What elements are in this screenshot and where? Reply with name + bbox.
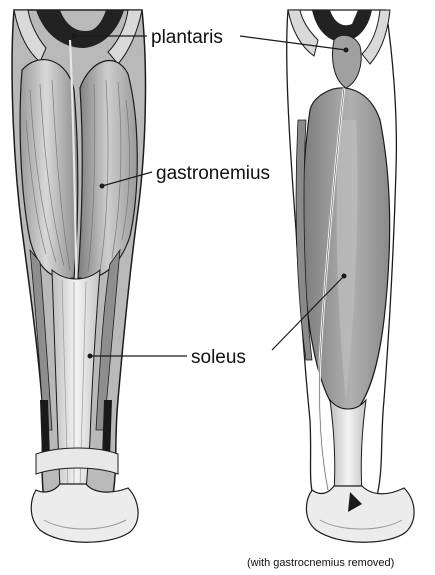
- right-achilles-tendon: [330, 400, 366, 492]
- figure-caption: (with gastrocnemius removed): [247, 557, 394, 569]
- soleus-right-pointer-dot: [342, 274, 347, 279]
- right-heel: [306, 486, 414, 542]
- label-soleus: soleus: [191, 347, 246, 368]
- left-heel: [31, 484, 138, 542]
- label-gastronemius: gastronemius: [156, 163, 270, 184]
- label-plantaris: plantaris: [151, 27, 223, 48]
- left-leg-figure: [12, 10, 145, 542]
- right-leg-figure: [287, 10, 414, 542]
- plantaris-right-pointer-dot: [344, 48, 349, 53]
